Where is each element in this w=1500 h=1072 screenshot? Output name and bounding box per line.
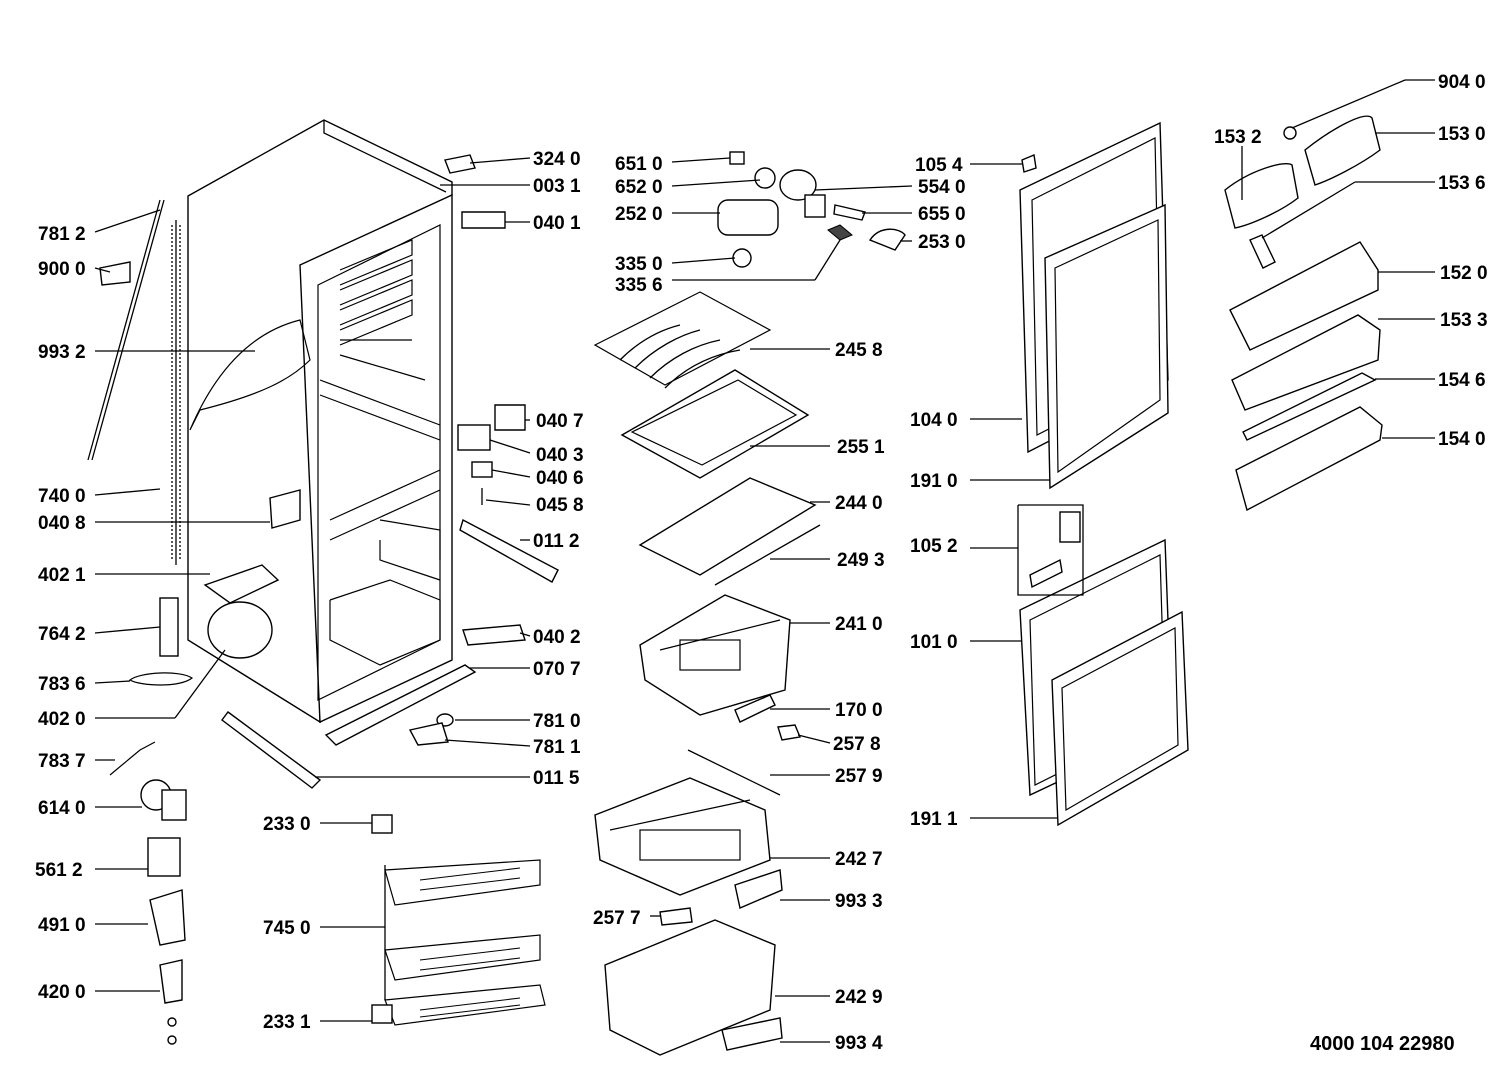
freezer-wire-baskets (371, 814, 546, 1026)
compressor-assembly (109, 564, 280, 1045)
label-0112: 011 2 (533, 531, 580, 552)
label-6510: 651 0 (615, 154, 663, 175)
label-4910: 491 0 (38, 915, 86, 936)
label-0707: 070 7 (533, 659, 581, 680)
label-3240: 324 0 (533, 149, 581, 170)
door-shelves (1224, 115, 1383, 512)
label-2493: 249 3 (837, 550, 885, 571)
label-9000: 900 0 (38, 259, 86, 280)
label-1700: 170 0 (835, 700, 883, 721)
cabinet-body (87, 119, 477, 746)
label-2577: 257 7 (593, 908, 641, 929)
evaporator-and-shelves (593, 291, 821, 1056)
label-2440: 244 0 (835, 493, 883, 514)
label-7810: 781 0 (533, 711, 581, 732)
label-0401: 040 1 (533, 213, 581, 234)
label-9934: 993 4 (835, 1033, 883, 1054)
label-1533: 153 3 (1440, 310, 1488, 331)
label-1010: 101 0 (910, 632, 958, 653)
label-7812: 781 2 (38, 224, 86, 245)
label-0458: 045 8 (536, 495, 584, 516)
label-4020: 402 0 (38, 709, 86, 730)
label-1540: 154 0 (1438, 429, 1486, 450)
label-3350: 335 0 (615, 254, 663, 275)
label-0403: 040 3 (536, 445, 584, 466)
label-1536: 153 6 (1438, 173, 1486, 194)
label-1530: 153 0 (1438, 124, 1486, 145)
document-code: 4000 104 22980 (1310, 1033, 1455, 1055)
label-6550: 655 0 (918, 204, 966, 225)
label-4021: 402 1 (38, 565, 86, 586)
label-2429: 242 9 (835, 987, 883, 1008)
label-9040: 904 0 (1438, 72, 1486, 93)
label-2530: 253 0 (918, 232, 966, 253)
label-0408: 040 8 (38, 513, 86, 534)
label-1911: 191 1 (910, 809, 958, 830)
label-6520: 652 0 (615, 177, 663, 198)
label-7450: 745 0 (263, 918, 311, 939)
label-5540: 554 0 (918, 177, 966, 198)
label-7400: 740 0 (38, 486, 86, 507)
label-9932: 993 2 (38, 342, 86, 363)
label-2410: 241 0 (835, 614, 883, 635)
part-labels: 781 2 900 0 993 2 740 0 040 8 402 1 764 … (35, 72, 1488, 1055)
label-7837: 783 7 (38, 751, 86, 772)
label-0031: 003 1 (533, 176, 581, 197)
label-7642: 764 2 (38, 624, 86, 645)
label-9933: 993 3 (835, 891, 883, 912)
label-2520: 252 0 (615, 204, 663, 225)
fridge-door (1019, 121, 1169, 490)
label-0115: 011 5 (533, 768, 580, 789)
label-1520: 152 0 (1440, 263, 1488, 284)
leader-lines (94, 79, 1435, 1043)
label-7811: 781 1 (533, 737, 581, 758)
label-1546: 154 6 (1438, 370, 1486, 391)
label-0406: 040 6 (536, 468, 584, 489)
label-0407: 040 7 (536, 411, 584, 432)
label-4200: 420 0 (38, 982, 86, 1003)
label-2331: 233 1 (263, 1012, 311, 1033)
thermostat-assembly (717, 151, 906, 268)
label-1532: 153 2 (1214, 127, 1262, 148)
label-2578: 257 8 (833, 734, 881, 755)
label-1910: 191 0 (910, 471, 958, 492)
label-0402: 040 2 (533, 627, 581, 648)
brackets (99, 154, 559, 789)
label-5612: 561 2 (35, 860, 83, 881)
label-1040: 104 0 (910, 410, 958, 431)
label-1052: 105 2 (910, 536, 958, 557)
label-2551: 255 1 (837, 437, 885, 458)
label-3356: 335 6 (615, 275, 663, 296)
label-2427: 242 7 (835, 849, 883, 870)
freezer-door (1017, 504, 1189, 827)
label-1054: 105 4 (915, 155, 963, 176)
label-7836: 783 6 (38, 674, 86, 695)
label-6140: 614 0 (38, 798, 86, 819)
label-2330: 233 0 (263, 814, 311, 835)
label-2458: 245 8 (835, 340, 883, 361)
label-2579: 257 9 (835, 766, 883, 787)
